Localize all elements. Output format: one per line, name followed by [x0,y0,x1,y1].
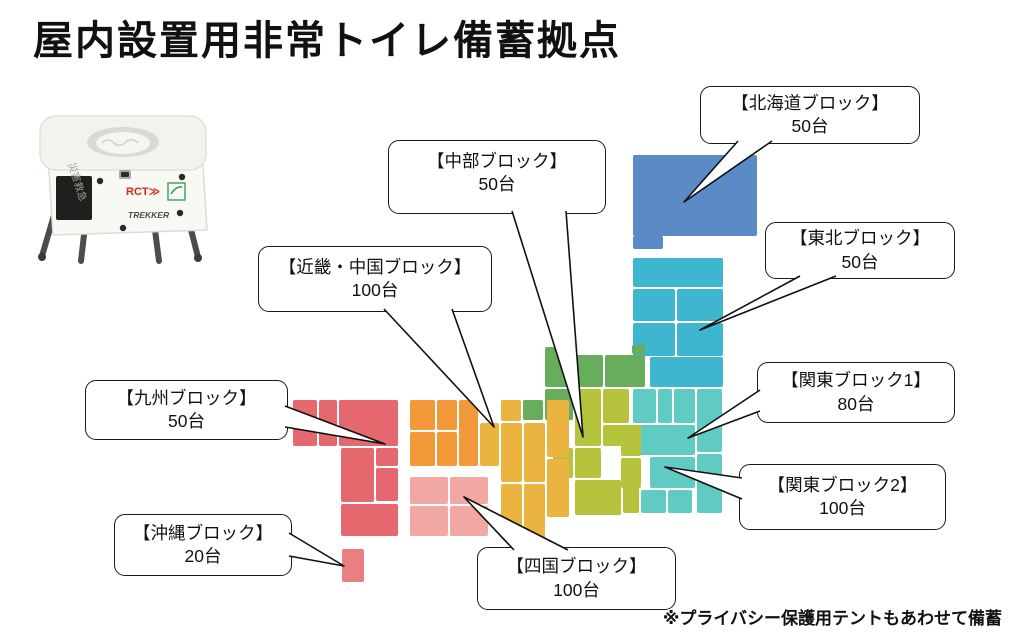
callout-shikoku-count: 100台 [553,579,600,600]
callout-kanto2: 【関東ブロック2】 100台 [739,464,946,530]
callout-kanto2-name: 【関東ブロック2】 [767,474,918,495]
callout-tohoku: 【東北ブロック】 50台 [765,222,955,279]
product-side-panel [56,176,92,220]
product-eco-mark [167,182,186,201]
callout-hokkaido-name: 【北海道ブロック】 [731,92,889,113]
map-region-kyushu [293,400,398,536]
callout-hokkaido: 【北海道ブロック】 50台 [700,86,920,144]
callout-chubu: 【中部ブロック】 50台 [388,140,606,214]
product-photo: 災害救急 RCT≫ TREKKER [38,115,208,264]
map-region-okinawa [342,549,364,582]
callout-kinki-chugoku-count: 100台 [351,280,399,300]
map-region-hokkaido [633,155,757,249]
callout-okinawa: 【沖縄ブロック】 20台 [114,514,292,576]
footnote: ※プライバシー保護用テントもあわせて備蓄 [662,609,1002,628]
product-model-text: TREKKER [128,210,170,220]
callout-tohoku-name: 【東北ブロック】 [790,228,930,249]
map-region-kinki [480,400,569,539]
callout-okinawa-count: 20台 [184,546,222,566]
product-bag [96,132,150,154]
callout-chubu-name: 【中部ブロック】 [427,150,567,171]
callout-kanto1: 【関東ブロック1】 80台 [757,362,955,423]
callout-shikoku: 【四国ブロック】 100台 [477,547,676,610]
callout-kyushu-count: 50台 [168,411,205,431]
callout-kanto1-count: 80台 [837,393,875,414]
callout-kinki-chugoku: 【近畿・中国ブロック】 100台 [258,246,492,312]
map-region-chugoku [410,400,478,466]
map-region-shikoku [410,477,488,536]
callout-shikoku-name: 【四国ブロック】 [506,556,647,577]
callout-kyushu-name: 【九州ブロック】 [116,387,257,408]
callout-kanto1-name: 【関東ブロック1】 [781,370,931,391]
callout-kanto2-count: 100台 [819,498,866,518]
callout-kyushu: 【九州ブロック】 50台 [85,380,288,440]
callout-hokkaido-count: 50台 [791,116,829,136]
product-brand-logo: RCT≫ [126,186,160,198]
callout-chubu-count: 50台 [478,174,516,194]
map-region-tohoku [633,258,723,387]
page-title: 屋内設置用非常トイレ備蓄拠点 [33,19,621,63]
callout-kinki-chugoku-name: 【近畿・中国ブロック】 [278,256,472,277]
callout-okinawa-name: 【沖縄ブロック】 [133,522,273,543]
callout-tohoku-count: 50台 [841,251,879,272]
map-region-kanto [633,389,722,513]
